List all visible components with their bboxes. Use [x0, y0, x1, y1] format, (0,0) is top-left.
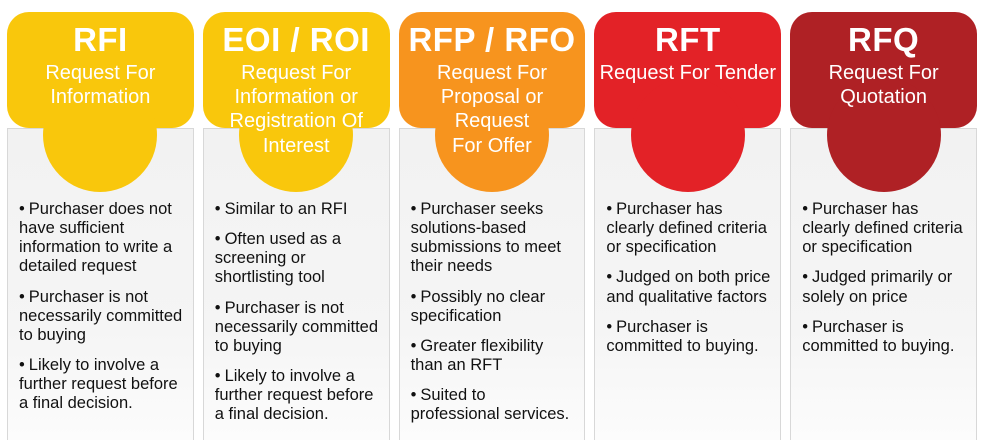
header-text: RFI Request For Information — [11, 21, 190, 109]
bullet-text: Judged primarily or solely on price — [802, 268, 953, 306]
bullet-glyph: • — [606, 317, 613, 336]
header-circle-bulge — [239, 78, 354, 192]
header-circle-bulge — [630, 78, 745, 192]
card-subtitle-line: Quotation — [840, 86, 927, 109]
card-subtitle-line: Request For — [828, 61, 939, 84]
card-subtitle-line: Interest — [262, 134, 330, 157]
card-subtitle-line: For Offer — [452, 134, 532, 157]
bullet-glyph: • — [214, 200, 221, 218]
card-acronym: EOI / ROI — [222, 21, 370, 58]
card-subtitle-line: Request For Tender — [599, 61, 776, 84]
header-text: RFQ Request For Quotation — [794, 21, 973, 109]
bullet-item: •Purchaser has clearly defined criteria … — [802, 200, 968, 257]
bullet-glyph: • — [410, 200, 417, 218]
bullet-glyph: • — [802, 268, 808, 287]
bullet-text: Similar to an RFI — [224, 200, 348, 218]
card-subtitle-line: Request For — [436, 61, 548, 84]
bullet-item: •Purchaser is not necessarily committed … — [19, 288, 185, 345]
card-subtitle-line: Information — [50, 86, 151, 109]
bullet-item: •Purchaser is committed to buying. — [606, 318, 772, 356]
bullet-text: Purchaser has clearly defined criteria o… — [606, 200, 767, 257]
bullet-glyph: • — [214, 298, 221, 317]
bullet-item: •Likely to involve a further request bef… — [215, 367, 381, 424]
header-circle-bulge — [826, 78, 941, 192]
bullet-text: Likely to involve a further request befo… — [214, 366, 374, 424]
bullet-item: •Often used as a screening or shortlisti… — [215, 230, 381, 287]
bullet-text: Purchaser is committed to buying. — [606, 317, 759, 355]
card-acronym: RFQ — [848, 21, 920, 58]
bullet-item: •Purchaser has clearly defined criteria … — [606, 200, 772, 257]
card-subtitle-line: Information or — [234, 86, 358, 109]
bullet-glyph: • — [802, 200, 808, 218]
bullet-glyph: • — [214, 230, 221, 249]
bullet-item: •Purchaser seeks solutions-based submiss… — [411, 200, 577, 277]
header-circle-bulge — [43, 78, 158, 192]
bullet-glyph: • — [802, 317, 808, 336]
card-header: EOI / ROI Request For Information or Reg… — [202, 12, 390, 192]
bullet-text: Often used as a screening or shortlistin… — [214, 230, 342, 287]
bullet-text: Purchaser has clearly defined criteria o… — [802, 200, 963, 257]
bullet-text: Greater flexibility than an RFT — [410, 336, 544, 374]
card-rfq: RFQ Request For Quotation •Purchaser has… — [790, 12, 977, 440]
bullet-glyph: • — [214, 366, 221, 385]
bullet-text: Purchaser is not necessarily committed t… — [214, 298, 379, 355]
bullet-item: •Purchaser does not have sufficient info… — [19, 200, 185, 277]
bullet-item: •Possibly no clear specification — [411, 288, 577, 326]
bullet-text: Purchaser is not necessarily committed t… — [19, 287, 183, 344]
bullet-item: •Judged primarily or solely on price — [802, 268, 968, 306]
card-subtitle-line: Request For — [45, 61, 156, 84]
bullet-text: Suited to professional services. — [410, 386, 570, 424]
card-body: •Purchaser has clearly defined criteria … — [594, 128, 782, 440]
bullet-glyph: • — [606, 268, 613, 287]
bullet-glyph: • — [410, 287, 417, 306]
card-subtitle-line: Request For — [241, 61, 352, 84]
card-header: RFP / RFO Request For Proposal or Reques… — [398, 12, 586, 192]
header-text: RFP / RFO Request For Proposal or Reques… — [403, 21, 582, 158]
card-rfp-rfo: RFP / RFO Request For Proposal or Reques… — [398, 12, 586, 440]
card-acronym: RFT — [654, 21, 721, 58]
bullet-text: Purchaser is committed to buying. — [802, 317, 955, 355]
card-rft: RFT Request For Tender •Purchaser has cl… — [594, 12, 782, 440]
bullet-glyph: • — [410, 386, 417, 404]
header-text: EOI / ROI Request For Information or Reg… — [207, 21, 386, 158]
header-circle-bulge — [434, 78, 549, 192]
card-header: RFI Request For Information — [7, 12, 194, 192]
bullet-item: •Suited to professional services. — [411, 386, 577, 424]
bullet-text: Purchaser seeks solutions-based submissi… — [410, 200, 561, 276]
bullet-item: •Greater flexibility than an RFT — [411, 337, 577, 375]
bullet-item: •Likely to involve a further request bef… — [19, 356, 185, 413]
card-rfi: RFI Request For Information •Purchaser d… — [7, 12, 194, 440]
card-subtitle-line: Registration Of — [229, 110, 363, 133]
card-eoi-roi: EOI / ROI Request For Information or Reg… — [202, 12, 390, 440]
card-acronym: RFP / RFO — [408, 21, 576, 58]
bullet-glyph: • — [19, 355, 25, 374]
bullet-text: Purchaser does not have sufficient infor… — [19, 200, 173, 276]
bullet-glyph: • — [19, 200, 25, 218]
bullet-text: Judged on both price and qualitative fac… — [606, 268, 771, 306]
bullet-item: •Purchaser is committed to buying. — [802, 318, 968, 356]
bullet-item: •Similar to an RFI — [215, 200, 381, 219]
bullet-glyph: • — [410, 336, 417, 355]
bullet-item: •Judged on both price and qualitative fa… — [606, 268, 772, 306]
bullet-text: Likely to involve a further request befo… — [19, 355, 178, 413]
card-acronym: RFI — [73, 21, 128, 58]
bullet-item: •Purchaser is not necessarily committed … — [215, 299, 381, 356]
bullet-text: Possibly no clear specification — [410, 287, 546, 325]
card-header: RFT Request For Tender — [594, 12, 782, 192]
bullet-glyph: • — [606, 200, 613, 218]
bullet-glyph: • — [19, 287, 25, 306]
card-subtitle-line: Proposal or Request — [440, 86, 544, 133]
card-header: RFQ Request For Quotation — [790, 12, 977, 192]
header-text: RFT Request For Tender — [598, 21, 777, 85]
